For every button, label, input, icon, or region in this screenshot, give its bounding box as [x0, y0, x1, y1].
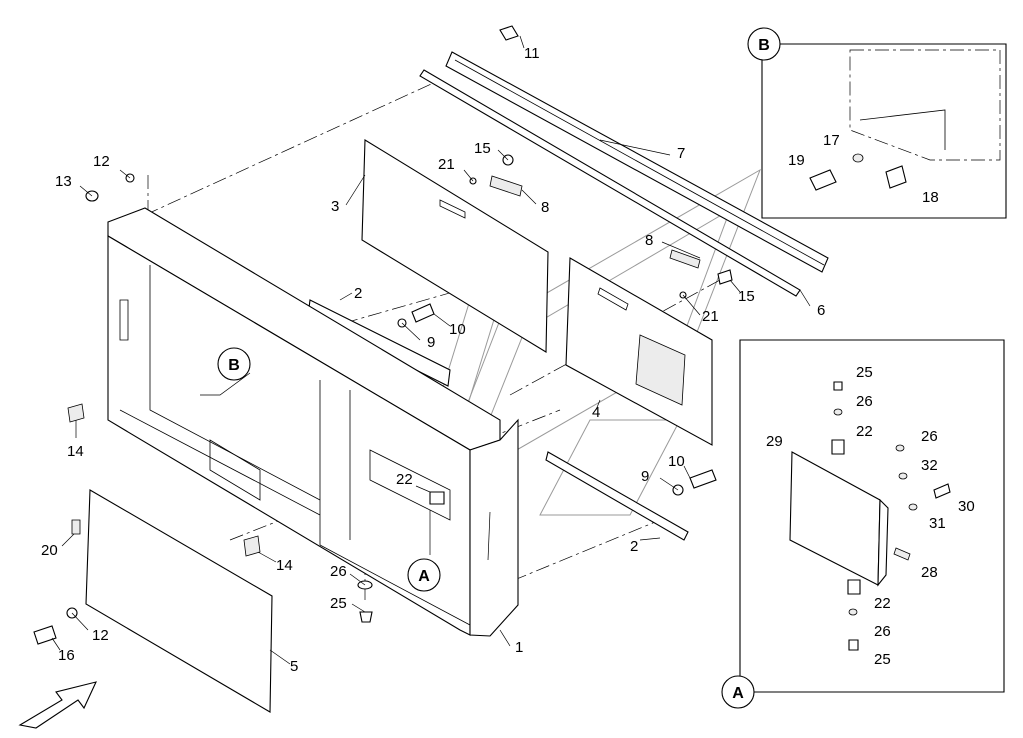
callout-21-lower: 21	[702, 308, 719, 325]
detail-a-callout-22-bottom: 22	[874, 595, 891, 612]
callout-2-upper: 2	[354, 285, 362, 302]
detail-a-callout-26-right: 26	[921, 428, 938, 445]
main-callouts: 1 2 2 3 4 5 6 7 8 8 9 9 10 10 11 12 12 1…	[41, 45, 825, 675]
detail-a-callout-22-top: 22	[856, 423, 873, 440]
callout-17: 17	[823, 132, 840, 149]
callout-22-main: 22	[396, 471, 413, 488]
callout-10-lower: 10	[668, 453, 685, 470]
callout-10-upper: 10	[449, 321, 466, 338]
callout-7: 7	[677, 145, 685, 162]
detail-view-b: B 17 18 19	[747, 27, 1007, 219]
detail-a-callout-26-bottom: 26	[874, 623, 891, 640]
callout-19: 19	[788, 152, 805, 169]
callout-8-upper: 8	[541, 199, 549, 216]
callout-11: 11	[524, 45, 540, 62]
cover-5	[85, 489, 273, 713]
callout-6: 6	[817, 302, 825, 319]
callout-3: 3	[331, 198, 339, 215]
svg-text:B: B	[228, 357, 240, 374]
marker-a-main: A	[407, 558, 441, 592]
callout-21-upper: 21	[438, 156, 455, 173]
callout-26-main: 26	[330, 563, 347, 580]
detail-a-callout-25-bottom: 25	[874, 651, 891, 668]
bracket-8-upper	[489, 175, 523, 197]
detail-view-a: A 25 26 22 29 26 32 30 31 28 22 26 25	[721, 339, 1005, 709]
detail-a-callout-30: 30	[958, 498, 975, 515]
detail-a-callout-26-top: 26	[856, 393, 873, 410]
callout-9-lower: 9	[641, 468, 649, 485]
strip-2-lower	[545, 451, 689, 541]
callout-15-lower: 15	[738, 288, 755, 305]
main-frame-1	[107, 207, 519, 637]
svg-text:A: A	[418, 568, 430, 585]
callout-8-lower: 8	[645, 232, 653, 249]
callout-1: 1	[515, 639, 523, 656]
callout-12-upper: 12	[93, 153, 110, 170]
detail-a-callout-32: 32	[921, 457, 938, 474]
bracket-8-lower	[669, 249, 701, 269]
callout-25-main: 25	[330, 595, 347, 612]
panel-3	[361, 139, 549, 353]
callout-14-left: 14	[67, 443, 84, 460]
detail-a-callout-29: 29	[766, 433, 783, 450]
detail-a-callout-31: 31	[929, 515, 946, 532]
rail-7	[445, 51, 829, 273]
callout-4: 4	[592, 404, 600, 421]
detail-a-callout-28: 28	[921, 564, 938, 581]
marker-b-detail: B	[758, 37, 770, 54]
callout-2-lower: 2	[630, 538, 638, 555]
marker-b-main: B	[217, 347, 251, 381]
marker-a-detail: A	[732, 685, 744, 702]
strip-6	[419, 69, 801, 297]
direction-arrow	[18, 681, 97, 729]
callout-16: 16	[58, 647, 75, 664]
callout-13: 13	[55, 173, 72, 190]
callout-9-upper: 9	[427, 334, 435, 351]
callout-15-upper: 15	[474, 140, 491, 157]
callout-14-mid: 14	[276, 557, 293, 574]
callout-18: 18	[922, 189, 939, 206]
detail-a-callout-25-top: 25	[856, 364, 873, 381]
callout-5: 5	[290, 658, 298, 675]
leader-lines	[51, 35, 811, 665]
callout-12-lower: 12	[92, 627, 109, 644]
panel-4	[565, 257, 713, 446]
callout-20: 20	[41, 542, 58, 559]
hardware	[33, 25, 733, 645]
